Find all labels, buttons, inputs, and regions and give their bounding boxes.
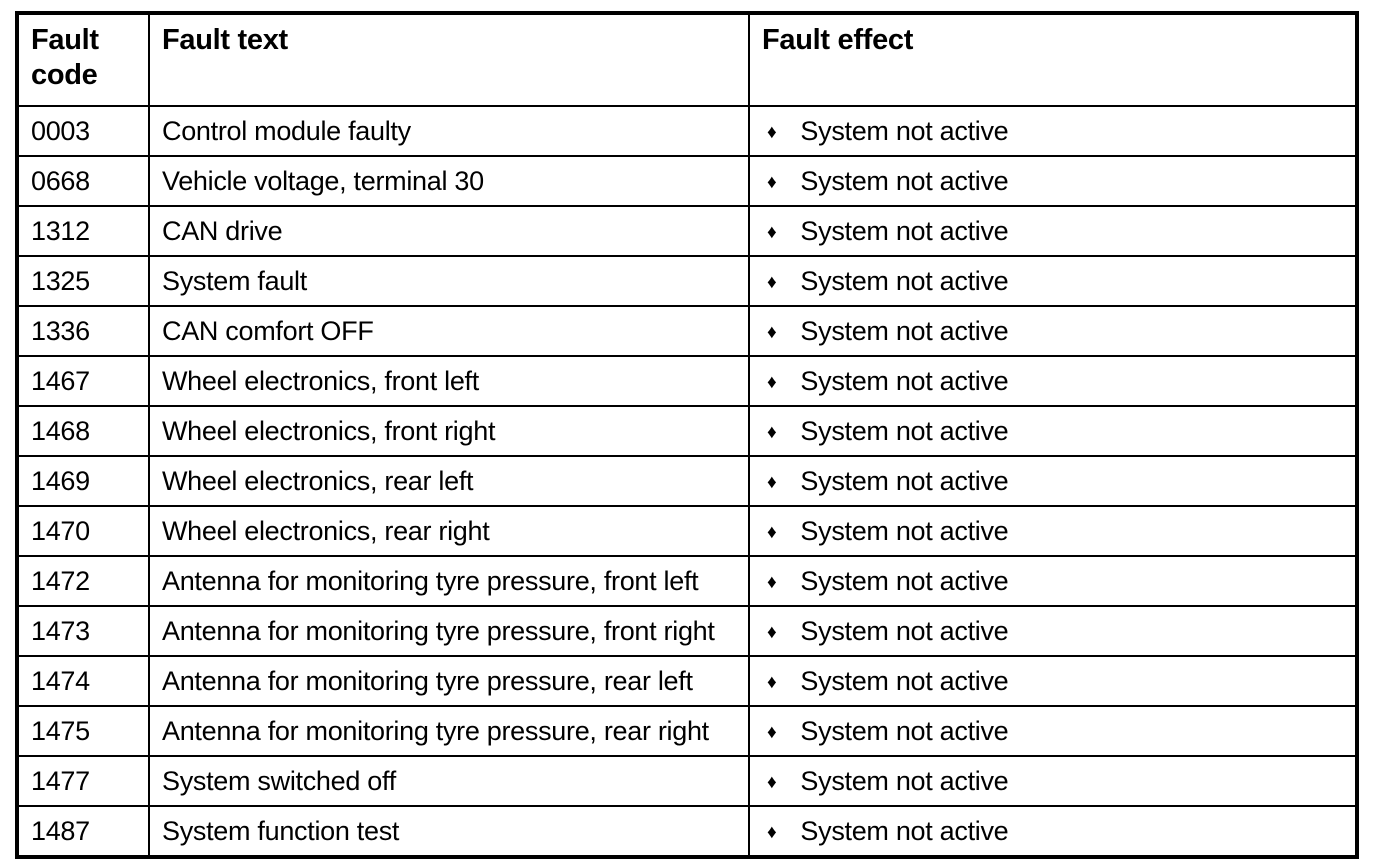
table-row: 1472 Antenna for monitoring tyre pressur… — [16, 555, 1358, 607]
fault-code-cell: 1467 — [16, 355, 150, 407]
table-row: 1470 Wheel electronics, rear right ♦ Syst… — [16, 505, 1358, 557]
fault-text-cell: CAN comfort OFF — [148, 305, 750, 357]
fault-code-cell: 0003 — [16, 105, 150, 157]
fault-text-cell: System switched off — [148, 755, 750, 807]
fault-code-cell: 1487 — [16, 805, 150, 858]
fault-effect-label: System not active — [800, 415, 1009, 446]
fault-effect-cell: ♦ System not active — [748, 155, 1358, 207]
fault-code-cell: 1468 — [16, 405, 150, 457]
table-row: 1336 CAN comfort OFF ♦ System not active — [16, 305, 1358, 357]
column-header-fault-code: Fault code — [16, 12, 150, 107]
diamond-bullet-icon: ♦ — [767, 721, 777, 743]
fault-effect-cell: ♦ System not active — [748, 455, 1358, 507]
fault-text-cell: CAN drive — [148, 205, 750, 257]
fault-effect-label: System not active — [800, 565, 1009, 596]
fault-code-cell: 1336 — [16, 305, 150, 357]
diamond-bullet-icon: ♦ — [767, 521, 777, 543]
diamond-bullet-icon: ♦ — [767, 671, 777, 693]
fault-code-cell: 1473 — [16, 605, 150, 657]
fault-effect-cell: ♦ System not active — [748, 305, 1358, 357]
fault-text-cell: Wheel electronics, front left — [148, 355, 750, 407]
fault-effect-cell: ♦ System not active — [748, 555, 1358, 607]
diamond-bullet-icon: ♦ — [767, 171, 777, 193]
fault-effect-label: System not active — [800, 465, 1009, 496]
fault-code-table: Fault code Fault text Fault effect 0003 … — [15, 11, 1359, 859]
diamond-bullet-icon: ♦ — [767, 571, 777, 593]
fault-effect-label: System not active — [800, 165, 1009, 196]
column-header-fault-text: Fault text — [148, 12, 750, 107]
diamond-bullet-icon: ♦ — [767, 271, 777, 293]
fault-effect-label: System not active — [800, 515, 1009, 546]
fault-effect-label: System not active — [800, 715, 1009, 746]
fault-text-cell: Antenna for monitoring tyre pressure, fr… — [148, 555, 750, 607]
fault-effect-cell: ♦ System not active — [748, 105, 1358, 157]
fault-code-cell: 1470 — [16, 505, 150, 557]
fault-text-cell: System function test — [148, 805, 750, 858]
fault-effect-label: System not active — [800, 765, 1009, 796]
table-row: 1325 System fault ♦ System not active — [16, 255, 1358, 307]
table-row: 1474 Antenna for monitoring tyre pressur… — [16, 655, 1358, 707]
fault-text-cell: Antenna for monitoring tyre pressure, re… — [148, 705, 750, 757]
fault-effect-cell: ♦ System not active — [748, 255, 1358, 307]
fault-code-cell: 1312 — [16, 205, 150, 257]
fault-effect-cell: ♦ System not active — [748, 605, 1358, 657]
fault-text-cell: Wheel electronics, front right — [148, 405, 750, 457]
fault-code-cell: 1325 — [16, 255, 150, 307]
fault-code-cell: 1469 — [16, 455, 150, 507]
fault-effect-label: System not active — [800, 115, 1009, 146]
fault-effect-label: System not active — [800, 815, 1009, 846]
diamond-bullet-icon: ♦ — [767, 421, 777, 443]
fault-effect-cell: ♦ System not active — [748, 505, 1358, 557]
diamond-bullet-icon: ♦ — [767, 321, 777, 343]
fault-text-cell: Control module faulty — [148, 105, 750, 157]
fault-code-cell: 1474 — [16, 655, 150, 707]
fault-effect-cell: ♦ System not active — [748, 705, 1358, 757]
fault-effect-label: System not active — [800, 665, 1009, 696]
fault-text-cell: Wheel electronics, rear left — [148, 455, 750, 507]
fault-text-cell: Antenna for monitoring tyre pressure, fr… — [148, 605, 750, 657]
fault-code-cell: 1472 — [16, 555, 150, 607]
fault-effect-cell: ♦ System not active — [748, 405, 1358, 457]
diamond-bullet-icon: ♦ — [767, 821, 777, 843]
fault-effect-cell: ♦ System not active — [748, 655, 1358, 707]
diamond-bullet-icon: ♦ — [767, 471, 777, 493]
diamond-bullet-icon: ♦ — [767, 371, 777, 393]
table-row: 0003 Control module faulty ♦ System not a… — [16, 105, 1358, 157]
diamond-bullet-icon: ♦ — [767, 121, 777, 143]
fault-text-cell: Vehicle voltage, terminal 30 — [148, 155, 750, 207]
table-row: 1312 CAN drive ♦ System not active — [16, 205, 1358, 257]
fault-effect-label: System not active — [800, 615, 1009, 646]
table-row: 1477 System switched off ♦ System not act… — [16, 755, 1358, 807]
fault-effect-label: System not active — [800, 365, 1009, 396]
table-header-row: Fault code Fault text Fault effect — [16, 12, 1358, 107]
fault-text-cell: Wheel electronics, rear right — [148, 505, 750, 557]
fault-table-body: 0003 Control module faulty ♦ System not a… — [16, 105, 1358, 858]
diamond-bullet-icon: ♦ — [767, 621, 777, 643]
fault-effect-cell: ♦ System not active — [748, 805, 1358, 858]
table-row: 1473 Antenna for monitoring tyre pressur… — [16, 605, 1358, 657]
fault-text-cell: Antenna for monitoring tyre pressure, re… — [148, 655, 750, 707]
table-row: 1487 System function test ♦ System not ac… — [16, 805, 1358, 858]
fault-effect-cell: ♦ System not active — [748, 205, 1358, 257]
fault-code-cell: 0668 — [16, 155, 150, 207]
fault-text-cell: System fault — [148, 255, 750, 307]
fault-effect-label: System not active — [800, 215, 1009, 246]
diamond-bullet-icon: ♦ — [767, 221, 777, 243]
fault-effect-label: System not active — [800, 315, 1009, 346]
fault-effect-cell: ♦ System not active — [748, 355, 1358, 407]
table-row: 1475 Antenna for monitoring tyre pressur… — [16, 705, 1358, 757]
fault-code-cell: 1475 — [16, 705, 150, 757]
table-row: 1468 Wheel electronics, front right ♦ Sys… — [16, 405, 1358, 457]
fault-effect-label: System not active — [800, 265, 1009, 296]
diamond-bullet-icon: ♦ — [767, 771, 777, 793]
table-row: 1467 Wheel electronics, front left ♦ Syst… — [16, 355, 1358, 407]
column-header-fault-effect: Fault effect — [748, 12, 1358, 107]
table-row: 1469 Wheel electronics, rear left ♦ Syste… — [16, 455, 1358, 507]
fault-effect-cell: ♦ System not active — [748, 755, 1358, 807]
fault-code-cell: 1477 — [16, 755, 150, 807]
table-row: 0668 Vehicle voltage, terminal 30 ♦ Syste… — [16, 155, 1358, 207]
